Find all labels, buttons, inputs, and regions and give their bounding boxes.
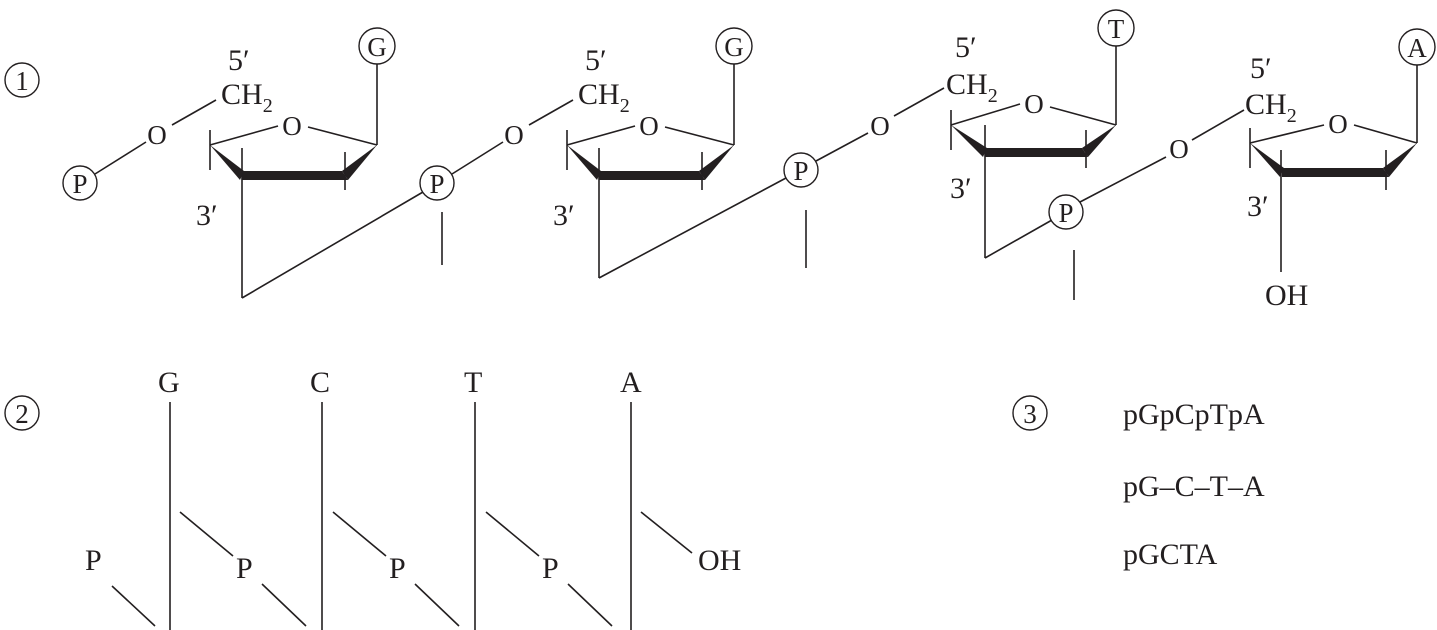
ring-oxygen: O	[282, 111, 302, 141]
nucleotide-4: P O CH2 5′ A O 3′ OH	[1048, 28, 1436, 312]
base-label: G	[158, 366, 180, 399]
phosphate-circle	[419, 165, 455, 201]
section-label-1: 1	[4, 62, 40, 98]
phosphate-circle	[783, 152, 819, 188]
ch2-label: CH2	[578, 78, 630, 117]
phosphate-label: P	[542, 552, 559, 585]
section-number: 1	[15, 66, 29, 96]
base-label: A	[620, 366, 642, 399]
notation-text: pGCTA	[1123, 538, 1218, 571]
link-oxygen: O	[870, 111, 890, 141]
ring-oxygen: O	[1024, 89, 1044, 119]
ch2-label: CH2	[1245, 88, 1297, 127]
base-label: C	[310, 366, 330, 399]
nucleotide-2: P O CH2 5′ G O 3′	[419, 27, 787, 279]
base-label: A	[1407, 33, 1427, 63]
section-number: 3	[1023, 399, 1037, 429]
section-label-2: 2	[4, 395, 40, 431]
three-prime-label: 3′	[196, 199, 218, 232]
phosphate-label: P	[72, 169, 87, 199]
phosphate-label: P	[429, 169, 444, 199]
nucleotide-1: P O CH2 5′ G O 3′	[62, 27, 424, 299]
ring-oxygen: O	[1328, 109, 1348, 139]
five-prime-label: 5′	[1250, 52, 1272, 85]
terminal-oh-label: OH	[1265, 279, 1308, 312]
nucleotide-3: P O CH2 5′ T O 3′	[783, 9, 1135, 268]
phosphate-label: P	[236, 552, 253, 585]
abbreviated-notations: pGpCpTpA pG–C–T–A pGCTA	[1123, 398, 1265, 571]
line-notation-structure: G C T A P P P P OH	[85, 366, 741, 630]
phosphate-label: P	[1058, 198, 1073, 228]
three-prime-label: 3′	[950, 172, 972, 205]
ch2-label: CH2	[946, 68, 998, 107]
phosphate-label: P	[85, 544, 102, 577]
three-prime-label: 3′	[553, 199, 575, 232]
base-label: G	[367, 32, 387, 62]
section-number: 2	[15, 399, 29, 429]
link-oxygen: O	[504, 120, 524, 150]
ring-oxygen: O	[639, 111, 659, 141]
base-label: T	[464, 366, 482, 399]
phosphate-label: P	[793, 156, 808, 186]
link-oxygen: O	[1169, 134, 1189, 164]
five-prime-label: 5′	[955, 31, 977, 64]
terminal-oh-label: OH	[698, 544, 741, 577]
notation-text: pGpCpTpA	[1123, 398, 1265, 431]
phosphate-circle	[62, 165, 98, 201]
ch2-label: CH2	[221, 78, 273, 117]
link-oxygen: O	[147, 120, 167, 150]
notation-text: pG–C–T–A	[1123, 470, 1265, 503]
phosphate-circle	[1048, 194, 1084, 230]
phosphate-label: P	[389, 552, 406, 585]
five-prime-label: 5′	[585, 44, 607, 77]
section-label-3: 3	[1012, 395, 1048, 431]
three-prime-label: 3′	[1247, 190, 1269, 223]
base-label: T	[1108, 14, 1125, 44]
five-prime-label: 5′	[228, 44, 250, 77]
base-label: G	[724, 32, 744, 62]
